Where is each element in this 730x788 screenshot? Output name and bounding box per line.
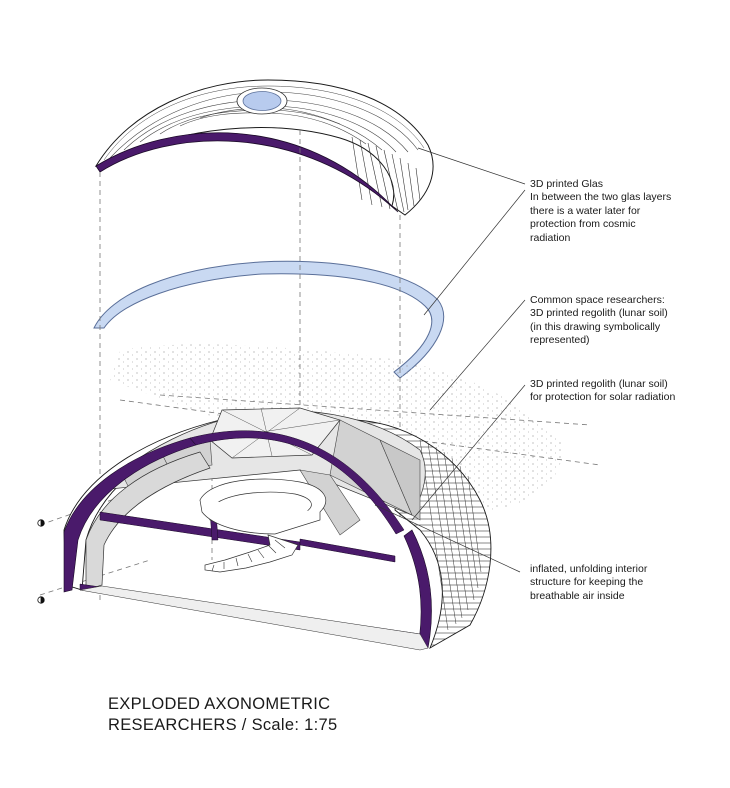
label-3d-printed-glass: 3D printed Glas In between the two glas … <box>530 178 672 244</box>
label-inflated-interior: inflated, unfolding interior structure f… <box>530 563 648 602</box>
glass-dome-shell <box>94 79 434 216</box>
label-common-space: Common space researchers: 3D printed reg… <box>530 294 668 347</box>
label-regolith-protection: 3D printed regolith (lunar soil) for pro… <box>530 378 676 404</box>
leader-lines <box>374 147 526 573</box>
drawing-subtitle-scale: RESEARCHERS / Scale: 1:75 <box>108 716 338 734</box>
oculus-glass <box>242 91 282 111</box>
lower-shelter <box>63 407 492 651</box>
glass-dome-base-edge <box>95 132 399 213</box>
spiral-staircase <box>199 478 326 573</box>
drawing-title: EXPLODED AXONOMETRIC <box>108 695 331 713</box>
wall-section-top <box>189 430 405 535</box>
wall-section-right <box>403 529 432 649</box>
level-markers <box>37 519 45 604</box>
